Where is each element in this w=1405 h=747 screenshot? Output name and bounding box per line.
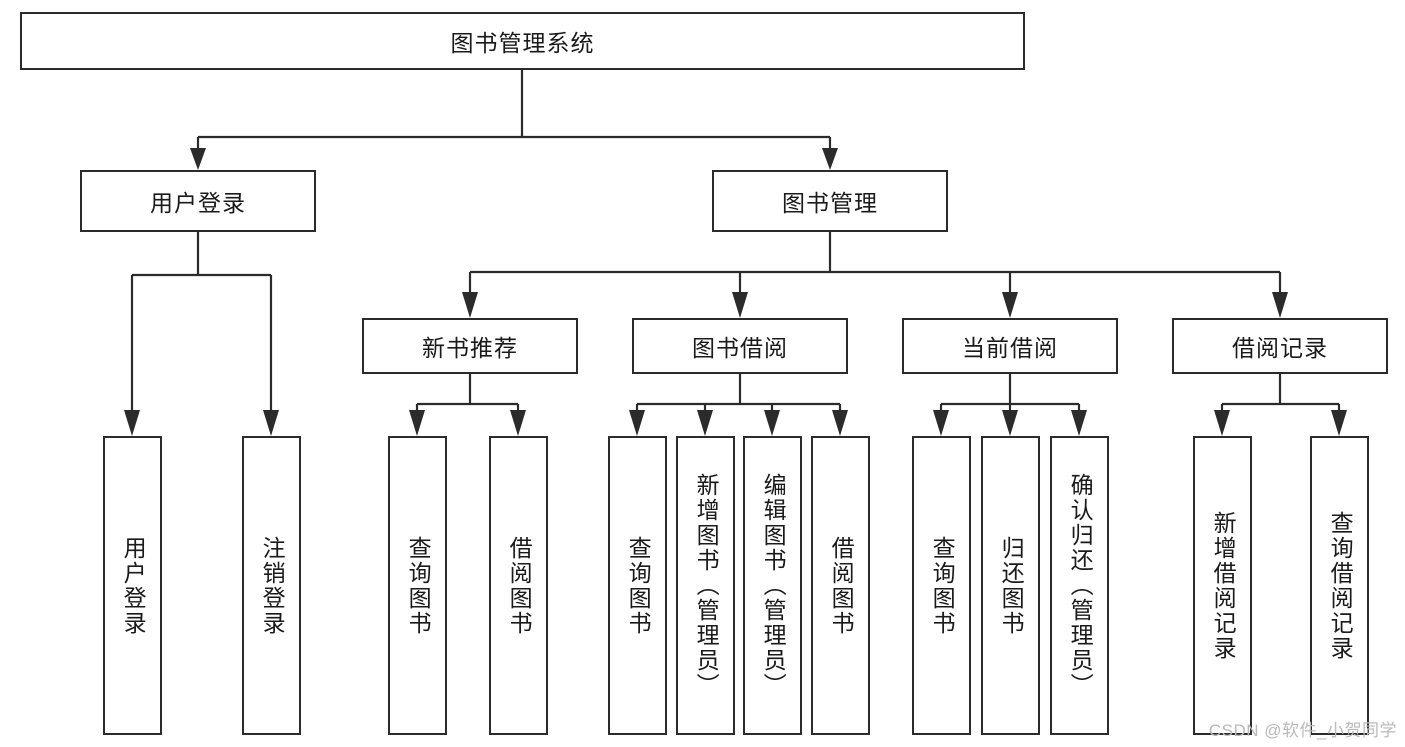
arrow-to-leaf-borrow-book-2	[832, 410, 848, 436]
node-label: 借阅图书	[828, 535, 855, 636]
node-label: 借阅图书	[506, 535, 533, 636]
node-label: 图书借阅	[692, 335, 788, 361]
node-leaf-add-record[interactable]: 新增借阅记录	[1193, 436, 1252, 735]
arrow-to-leaf-return-book	[1002, 410, 1018, 436]
node-leaf-return-book[interactable]: 归还图书	[981, 436, 1040, 735]
arrow-to-new-book-recommend	[462, 292, 478, 318]
node-label: 用户登录	[150, 190, 246, 216]
node-leaf-confirm-return[interactable]: 确认归还（管理员）	[1050, 436, 1109, 735]
node-leaf-query-book-3[interactable]: 查询图书	[912, 436, 971, 735]
node-leaf-borrow-book-1[interactable]: 借阅图书	[489, 436, 548, 735]
arrow-to-borrow-record	[1272, 292, 1288, 318]
node-leaf-borrow-book-2[interactable]: 借阅图书	[811, 436, 870, 735]
arrow-to-leaf-add-book	[697, 410, 713, 436]
arrow-to-leaf-user-logout	[263, 410, 279, 436]
node-label: 新书推荐	[422, 335, 518, 361]
node-label: 用户登录	[120, 535, 147, 636]
arrow-to-leaf-query-book-1	[409, 410, 425, 436]
arrow-to-leaf-query-book-2	[629, 410, 645, 436]
node-label: 编辑图书（管理员）	[760, 473, 787, 698]
arrow-to-leaf-borrow-book-1	[510, 410, 526, 436]
arrow-to-leaf-edit-book	[764, 410, 780, 436]
node-leaf-query-book-2[interactable]: 查询图书	[608, 436, 667, 735]
node-label: 图书管理系统	[450, 30, 595, 56]
arrow-to-leaf-query-record	[1331, 410, 1347, 436]
arrow-to-leaf-query-book-3	[933, 410, 949, 436]
node-label: 查询图书	[929, 535, 956, 636]
node-label: 借阅记录	[1232, 335, 1328, 361]
node-leaf-query-book-1[interactable]: 查询图书	[388, 436, 447, 735]
arrow-to-book-borrow	[732, 292, 748, 318]
watermark: CSDN @软件_小贺同学	[1208, 721, 1397, 740]
node-root-book-management-system[interactable]: 图书管理系统	[20, 12, 1025, 70]
node-label: 当前借阅	[962, 335, 1058, 361]
node-label: 查询图书	[625, 535, 652, 636]
node-leaf-query-record[interactable]: 查询借阅记录	[1310, 436, 1369, 735]
arrow-to-leaf-add-record	[1214, 410, 1230, 436]
node-borrow-record[interactable]: 借阅记录	[1172, 318, 1388, 374]
node-new-book-recommend[interactable]: 新书推荐	[362, 318, 578, 374]
node-label: 新增借阅记录	[1210, 510, 1237, 661]
node-leaf-edit-book[interactable]: 编辑图书（管理员）	[743, 436, 802, 735]
node-leaf-user-logout[interactable]: 注销登录	[242, 436, 301, 735]
node-label: 图书管理	[782, 190, 878, 216]
arrow-root-to-book-manage	[822, 148, 838, 170]
node-user-login[interactable]: 用户登录	[80, 170, 316, 232]
node-book-borrow[interactable]: 图书借阅	[632, 318, 848, 374]
node-label: 新增图书（管理员）	[693, 473, 720, 698]
arrow-to-current-borrow	[1002, 292, 1018, 318]
arrow-to-leaf-user-login	[124, 410, 140, 436]
arrow-to-leaf-confirm-return	[1071, 410, 1087, 436]
node-label: 归还图书	[998, 535, 1025, 636]
node-leaf-user-login[interactable]: 用户登录	[103, 436, 162, 735]
node-label: 查询图书	[405, 535, 432, 636]
node-book-manage[interactable]: 图书管理	[712, 170, 948, 232]
node-current-borrow[interactable]: 当前借阅	[902, 318, 1118, 374]
node-leaf-add-book[interactable]: 新增图书（管理员）	[676, 436, 735, 735]
node-label: 查询借阅记录	[1327, 510, 1354, 661]
node-label: 确认归还（管理员）	[1067, 473, 1094, 698]
arrow-root-to-user-login	[190, 148, 206, 170]
node-label: 注销登录	[259, 535, 286, 636]
